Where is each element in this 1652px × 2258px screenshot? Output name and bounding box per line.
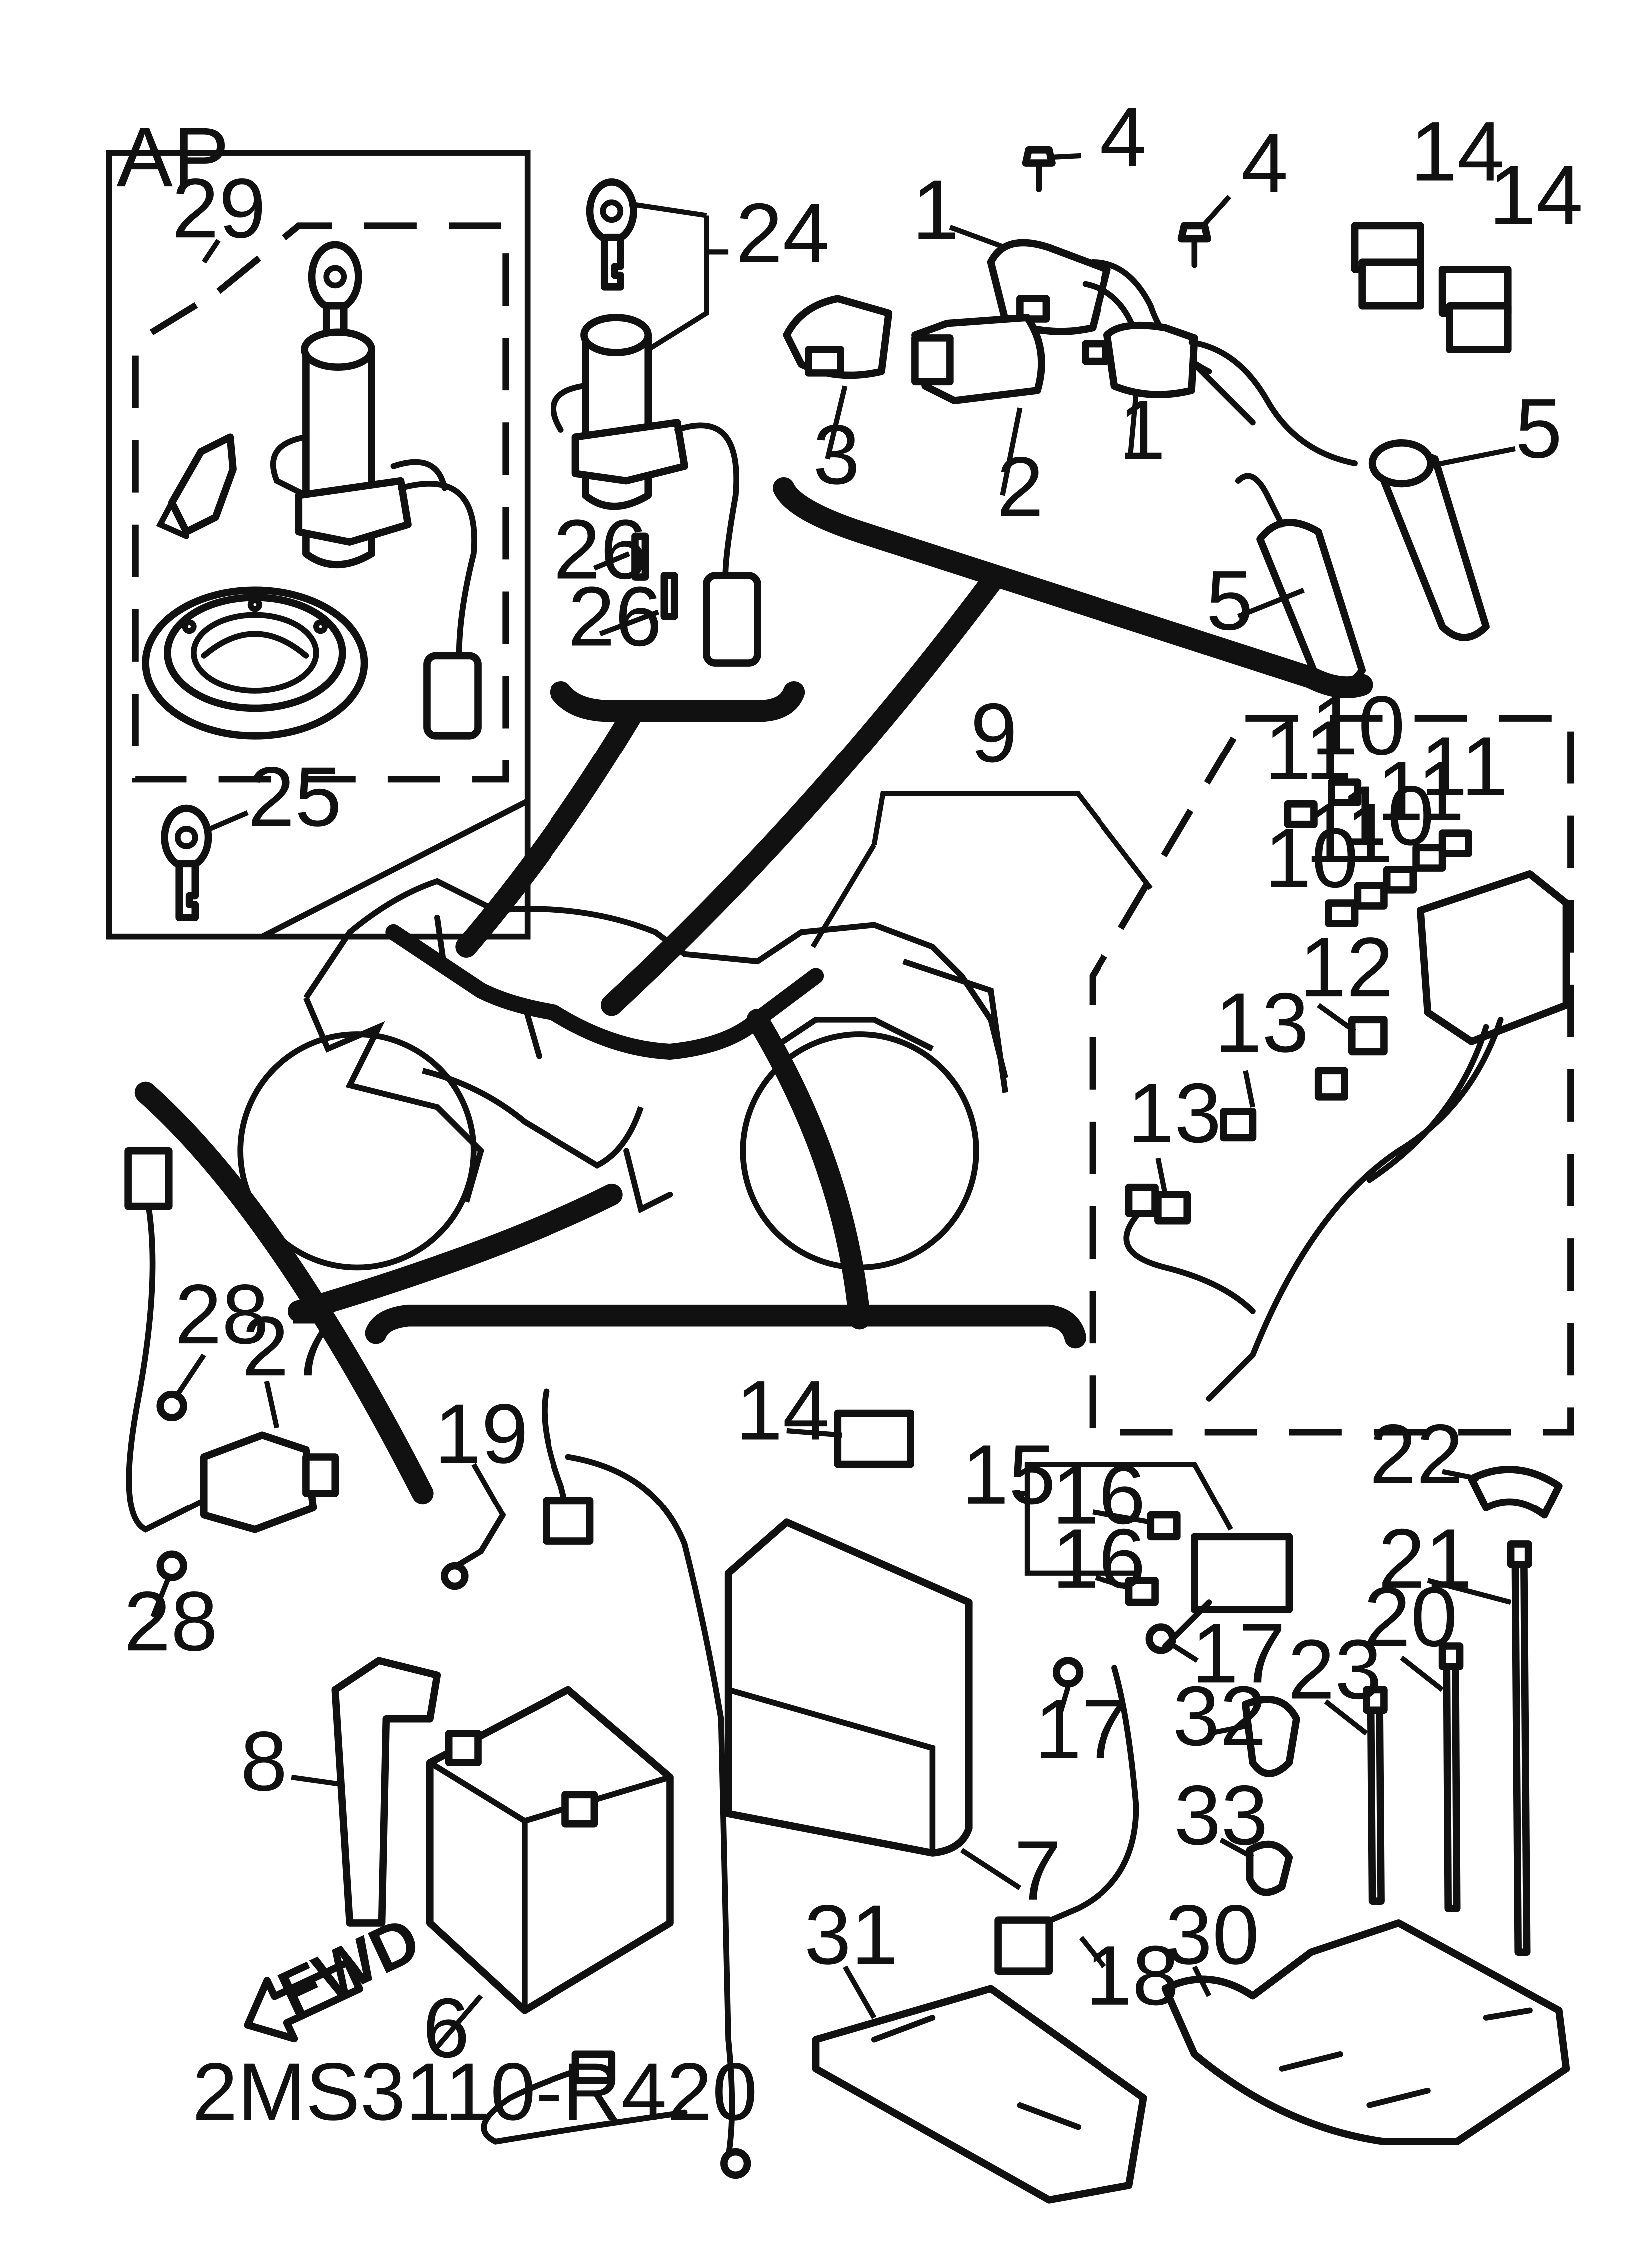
callout-23: 23 <box>1288 1622 1382 1716</box>
callout-14c: 14 <box>736 1363 830 1458</box>
callout-33: 33 <box>1174 1768 1268 1862</box>
callout-22: 22 <box>1369 1407 1463 1501</box>
relay-icon <box>1351 222 1424 310</box>
callout-11a: 11 <box>1264 703 1352 797</box>
callout-13a: 13 <box>1215 975 1309 1070</box>
callout-16a: 16 <box>1052 1448 1146 1542</box>
battery-cover-icon <box>724 1518 973 1857</box>
bolt-icon <box>1177 222 1211 268</box>
callout-19: 19 <box>434 1386 528 1481</box>
callout-26b: 26 <box>568 569 662 664</box>
callout-28b: 28 <box>124 1574 218 1668</box>
callout-18: 18 <box>1086 1928 1179 2023</box>
battery-strap-icon <box>331 1657 441 1927</box>
main-switch-icon <box>551 314 761 667</box>
callout-25: 25 <box>248 750 342 844</box>
plug-cap-icon <box>1368 439 1490 641</box>
cable-tie-icon <box>1363 1540 1532 1956</box>
starter-relay-icon <box>1125 1511 1293 1649</box>
group-link <box>746 1008 871 1330</box>
wire-icon <box>1123 1213 1256 1314</box>
fuse-box-icon <box>1206 870 1570 1402</box>
plate-icon <box>812 1985 1147 2204</box>
callout-14b: 14 <box>1489 148 1583 242</box>
coil-2-icon <box>911 314 1045 405</box>
main-switch-key-icon <box>586 178 637 291</box>
clamp-icon <box>1242 1466 1563 1896</box>
callout-4b: 4 <box>1241 116 1288 210</box>
callout-6: 6 <box>423 1981 470 2075</box>
bolt-icon <box>1022 146 1056 192</box>
battery-icon <box>426 1686 674 2014</box>
fuse-box-group <box>1089 715 1574 1436</box>
tray-icon <box>1161 1919 1570 2146</box>
group-link <box>134 1081 434 1505</box>
fuse-icon <box>1284 778 1472 927</box>
callout-10a: 10 <box>1311 678 1405 772</box>
motorcycle-outline <box>237 878 1008 1271</box>
ignition-switch-icon <box>270 328 482 740</box>
group-link <box>455 706 642 958</box>
group-bracket <box>365 1304 1087 1349</box>
spare-key-icon <box>161 804 212 922</box>
callout-2: 2 <box>997 439 1044 534</box>
callout-11b: 11 <box>1377 744 1465 838</box>
callout-1b: 1 <box>1119 382 1166 477</box>
lock-clip-icon <box>156 433 237 539</box>
callout-9: 9 <box>970 686 1017 780</box>
callout-10c: 10 <box>1264 811 1358 905</box>
callout-14a: 14 <box>1410 104 1504 199</box>
diagram-code: 2MS3110-R420 <box>192 2046 758 2137</box>
callout-32: 32 <box>1173 1669 1267 1763</box>
cam-sensor-icon <box>783 295 893 379</box>
callout-10b: 10 <box>1340 768 1434 863</box>
callout-17b: 17 <box>1035 1682 1128 1776</box>
relay-icon <box>1438 266 1512 354</box>
callout-8: 8 <box>240 1714 287 1808</box>
leader-line <box>810 843 877 948</box>
callout-5a: 5 <box>1515 381 1562 475</box>
relay-14-icon <box>834 1409 914 1468</box>
callout-26a: 26 <box>553 502 647 596</box>
callout-30: 30 <box>1165 1887 1259 1982</box>
callout-20: 20 <box>1364 1570 1458 1664</box>
forward-arrow-icon: FWD <box>244 1903 430 2043</box>
callout-1a: 1 <box>912 162 959 257</box>
fuel-cap-icon <box>142 586 368 740</box>
ignition-coil-lower-icon <box>1082 321 1358 466</box>
group-bracket <box>773 477 1373 698</box>
callout-11c: 11 <box>1420 719 1508 813</box>
ap-kit-box: AP <box>106 110 531 940</box>
callout-7: 7 <box>1014 1823 1061 1918</box>
callout-27: 27 <box>242 1299 336 1393</box>
callout-16b: 16 <box>1052 1511 1146 1606</box>
callout-31: 31 <box>804 1887 898 1982</box>
sensor-icon <box>124 1147 339 1581</box>
callout-13b: 13 <box>1127 1066 1221 1160</box>
negative-cable-icon <box>994 1623 1176 1975</box>
callout-29: 29 <box>172 161 266 255</box>
ap-group-label: AP <box>116 110 229 204</box>
callout-labels: 29 24 25 26 26 1 1 2 3 4 4 5 5 14 14 9 1… <box>124 89 1583 2075</box>
callout-28a: 28 <box>175 1267 269 1361</box>
group-bracket <box>871 791 1153 890</box>
callout-17a: 17 <box>1191 1606 1285 1700</box>
callout-12: 12 <box>1299 920 1393 1014</box>
callout-4a: 4 <box>1100 89 1147 184</box>
group-link <box>600 572 1002 1016</box>
group-link <box>287 1183 623 1322</box>
callout-3: 3 <box>813 407 860 502</box>
callout-15: 15 <box>962 1427 1056 1521</box>
cable-icon <box>441 1388 751 2179</box>
leader-lines <box>150 153 1516 2049</box>
group-bracket <box>550 681 805 722</box>
callout-5b: 5 <box>1206 553 1253 648</box>
callout-21: 21 <box>1378 1511 1472 1606</box>
callout-11d: 11 <box>1305 786 1393 880</box>
callout-24: 24 <box>736 186 830 280</box>
connector-icon <box>1125 1016 1388 1225</box>
